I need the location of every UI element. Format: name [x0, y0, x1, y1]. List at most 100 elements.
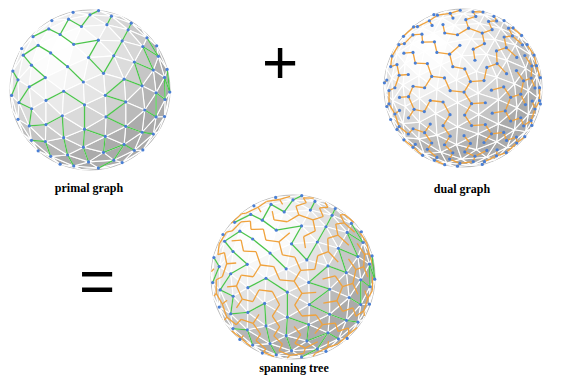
graph-vertex [300, 224, 303, 227]
mesh-face [29, 125, 46, 142]
graph-vertex [238, 338, 241, 341]
graph-vertex [397, 43, 400, 46]
dual-tree-edge [274, 220, 287, 222]
graph-vertex [49, 155, 52, 158]
dual-tree-edge [409, 86, 414, 96]
dual-tree-edge [397, 65, 399, 76]
graph-vertex [130, 22, 133, 25]
graph-vertex [313, 200, 316, 203]
dual-tree-edge [336, 223, 345, 224]
graph-vertex [307, 281, 310, 284]
dual-tree-edge [413, 147, 423, 155]
dual-tree-edge [295, 293, 302, 305]
graph-vertex [345, 319, 348, 322]
dual-tree-edge [327, 341, 329, 347]
dual-tree-edge [242, 299, 253, 301]
graph-vertex [441, 23, 444, 26]
dual-tree-edge [266, 199, 279, 201]
primal-tree-edge [287, 292, 288, 317]
primal-tree-edge [262, 220, 276, 230]
dual-tree-edge [460, 162, 473, 164]
dual-tree-edge [399, 127, 408, 134]
dual-tree-edge [219, 232, 226, 244]
graph-vertex [383, 81, 386, 84]
dual-tree-edge [364, 267, 368, 277]
dual-tree-edge [320, 208, 324, 217]
graph-vertex [429, 99, 432, 102]
dual-tree-edge [504, 87, 511, 97]
dual-tree-edge [356, 267, 364, 270]
graph-vertex [231, 327, 234, 330]
graph-vertex [530, 119, 533, 122]
mesh-face [29, 78, 46, 101]
graph-vertex [449, 12, 452, 15]
dual-tree-edge [534, 55, 536, 66]
graph-vertex [509, 119, 512, 122]
dual-tree-edge [340, 215, 344, 223]
graph-vertex [251, 343, 254, 346]
graph-vertex [462, 134, 465, 137]
dual-tree-edge [280, 199, 283, 204]
dual-tree-edge [425, 133, 432, 143]
graph-vertex [456, 165, 459, 168]
dual-tree-edge [303, 197, 313, 199]
graph-vertex [368, 263, 371, 266]
graph-vertex [50, 19, 53, 22]
dual-tree-edge [295, 257, 301, 270]
sphere-disc [384, 9, 542, 167]
dual-tree-edge [340, 214, 345, 216]
graph-vertex [421, 154, 424, 157]
dual-tree-edge [316, 315, 322, 325]
dual-tree-edge [304, 348, 306, 353]
dual-tree-edge [236, 299, 242, 308]
graph-vertex [124, 100, 127, 103]
sphere-disc [211, 195, 375, 359]
dual-tree-edge [484, 156, 496, 162]
graph-vertex [251, 237, 254, 240]
graph-vertex [300, 194, 303, 197]
graph-vertex [385, 105, 388, 108]
primal-tree-edge [84, 105, 85, 129]
graph-vertex [155, 44, 158, 47]
graph-vertex [458, 44, 461, 47]
geodesic-sphere [211, 194, 376, 359]
dual-tree-edge [363, 254, 365, 267]
graph-vertex [451, 151, 454, 154]
dual-tree-edge [338, 235, 349, 245]
graph-vertex [456, 33, 459, 36]
graph-vertex [441, 124, 444, 127]
dual-tree-edge [392, 45, 399, 56]
graph-vertex [121, 39, 124, 42]
primal-tree-edge [330, 314, 347, 320]
geodesic-sphere [383, 9, 542, 168]
graph-vertex [16, 78, 19, 81]
graph-vertex [426, 148, 429, 151]
primal-tree-edge [62, 116, 63, 138]
dual-tree-edge [299, 215, 313, 220]
graph-vertex [487, 20, 490, 23]
graph-vertex [530, 76, 533, 79]
dual-tree-edge [349, 328, 357, 335]
graph-vertex [154, 91, 157, 94]
primal-tree-edge [124, 144, 134, 150]
graph-vertex [246, 328, 249, 331]
graph-vertex [252, 204, 255, 207]
graph-vertex [261, 351, 264, 354]
mesh-face [124, 79, 142, 102]
dual-tree-edge [227, 317, 236, 325]
graph-vertex [515, 56, 518, 59]
dual-tree-edge [253, 314, 259, 323]
primal-tree-edge [155, 93, 156, 117]
graph-vertex [163, 98, 166, 101]
graph-vertex [522, 79, 525, 82]
dual-tree-edge [516, 71, 523, 81]
graph-vertex [62, 136, 65, 139]
graph-vertex [345, 271, 348, 274]
graph-vertex [157, 55, 160, 58]
graph-vertex [502, 131, 505, 134]
graph-vertex [505, 151, 508, 154]
graph-vertex [423, 131, 426, 134]
graph-vertex [533, 107, 536, 110]
dual-tree-edge [464, 92, 472, 104]
graph-vertex [463, 113, 466, 116]
